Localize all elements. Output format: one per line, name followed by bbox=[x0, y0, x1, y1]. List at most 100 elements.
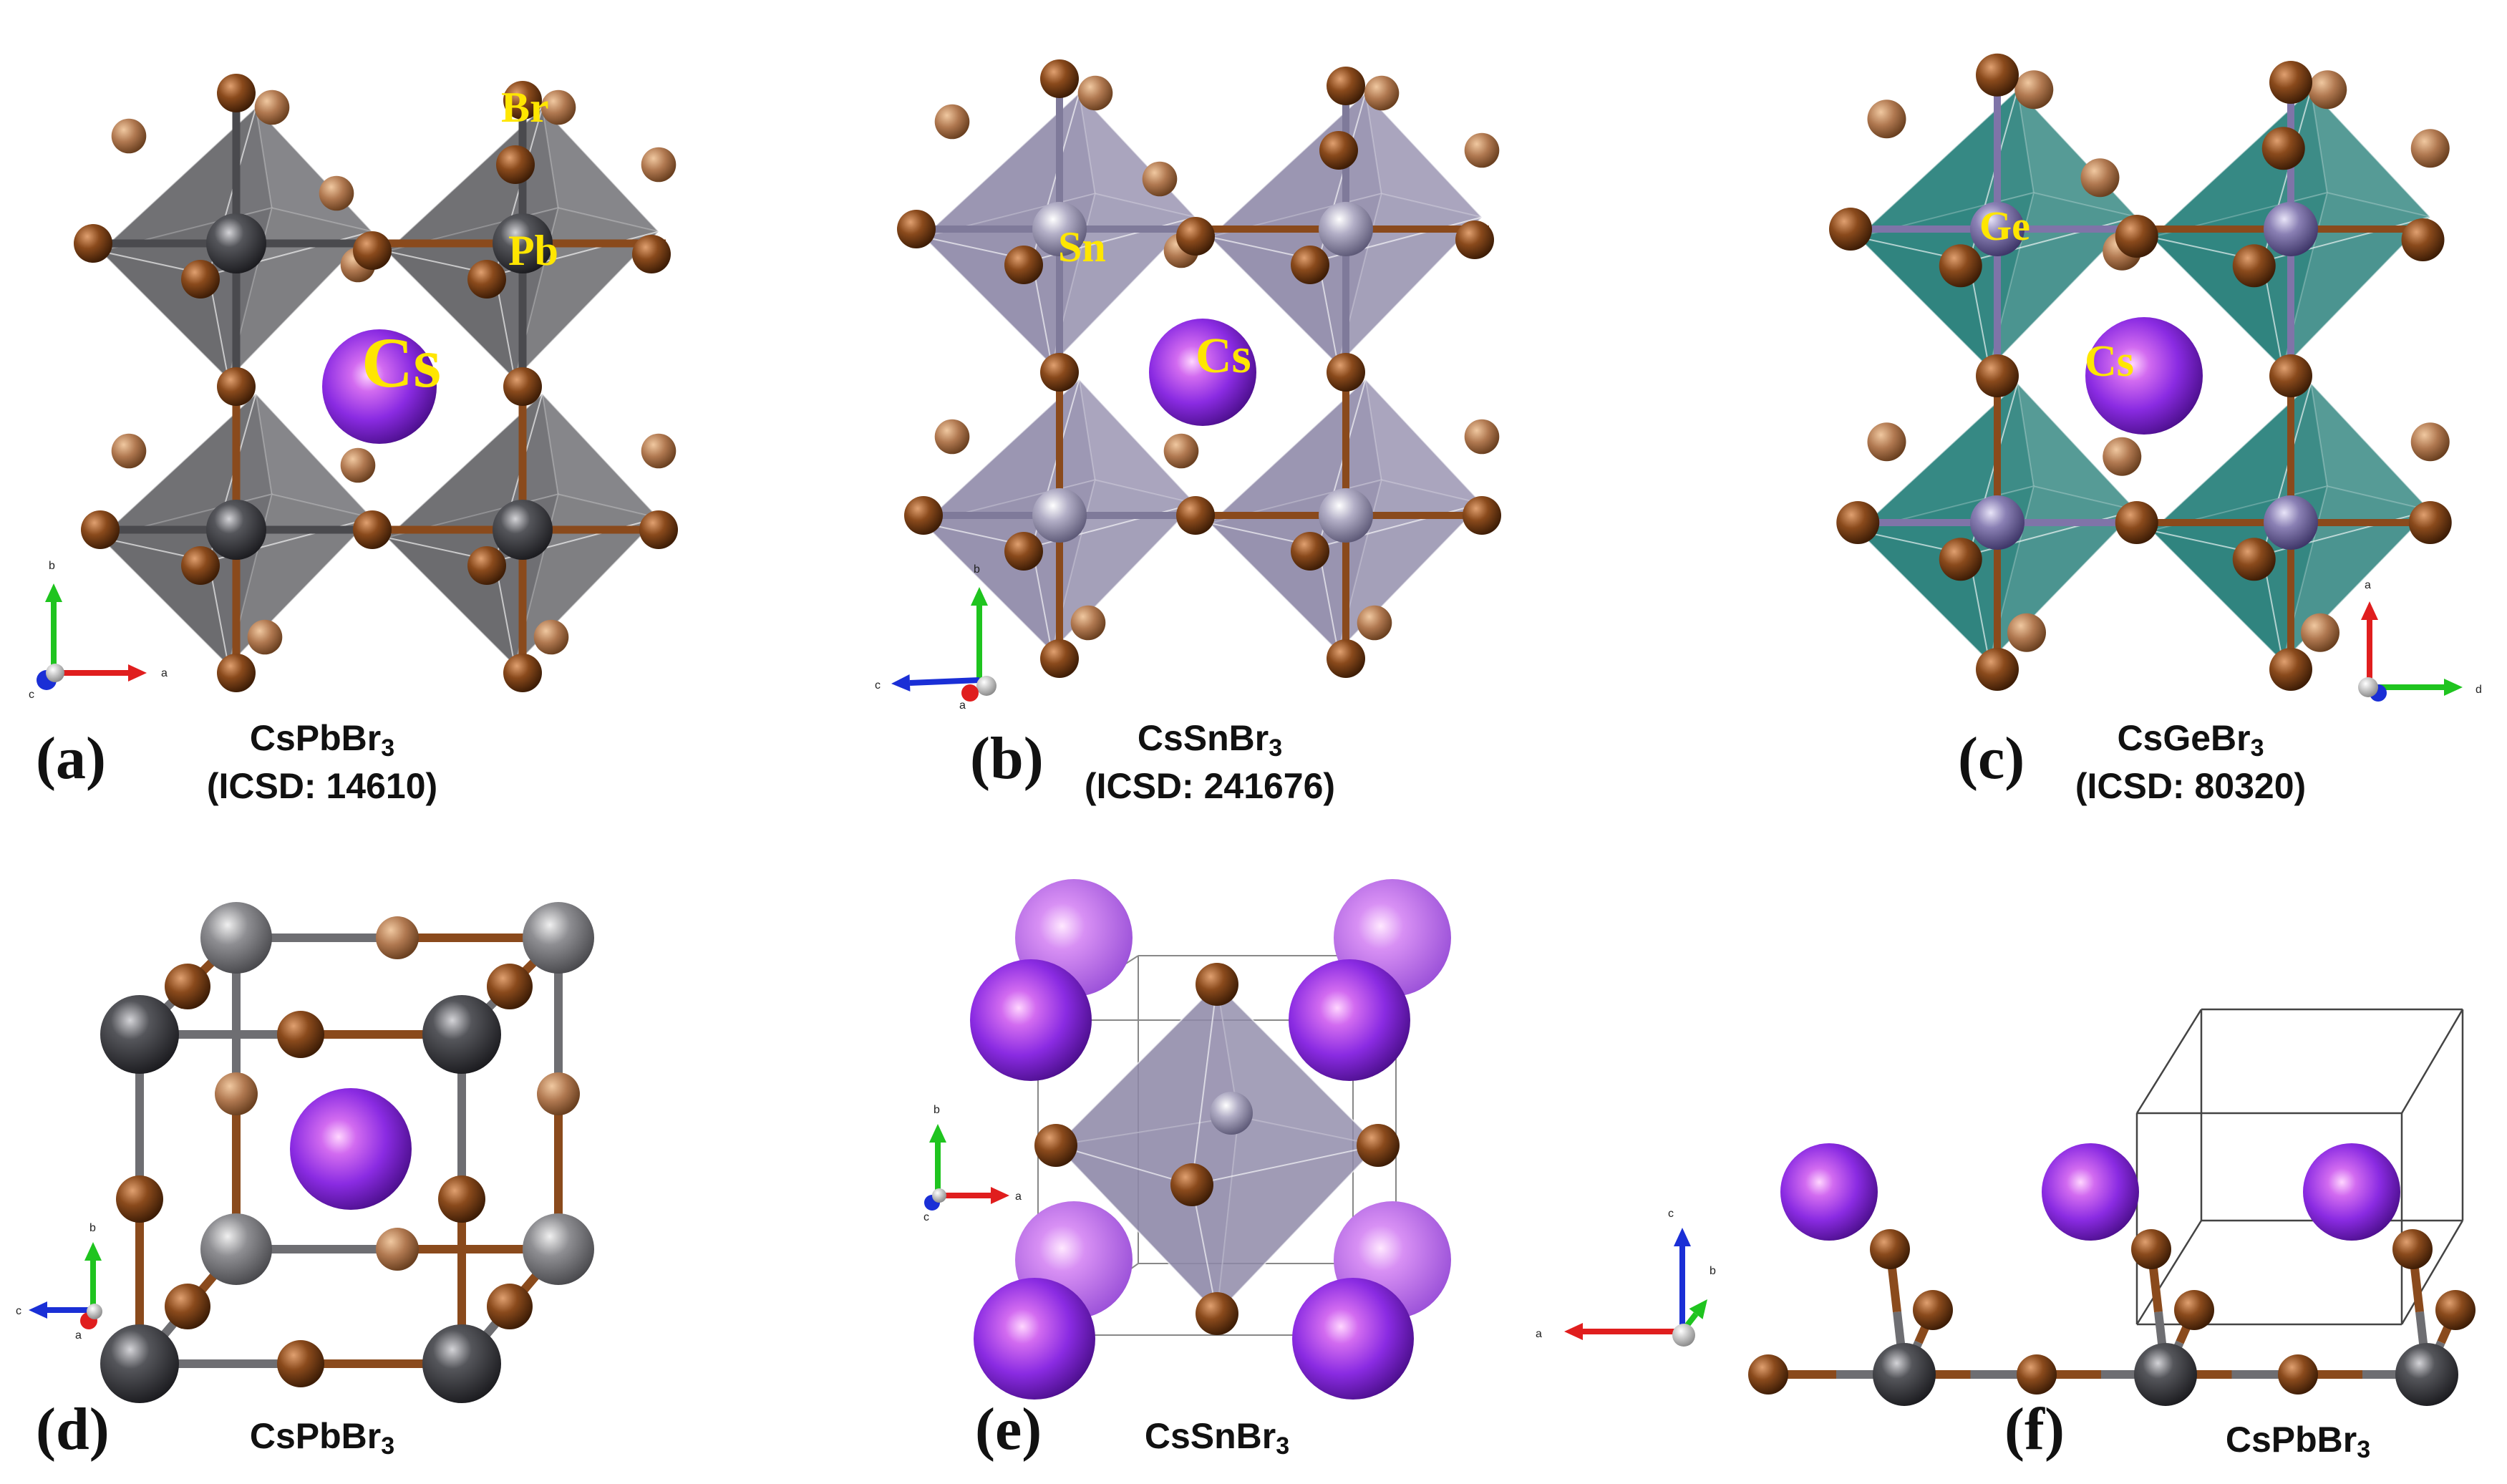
bromine-atom-back bbox=[1163, 433, 1199, 469]
bromine-atom bbox=[1870, 1229, 1910, 1269]
bromine-atom bbox=[639, 510, 678, 549]
germanium-atom bbox=[2264, 495, 2318, 550]
axis-label-a: a bbox=[1536, 1328, 1542, 1340]
octahedron-face bbox=[2261, 215, 2433, 370]
bromine-atom bbox=[1748, 1354, 1788, 1395]
atom-label-cs: Cs bbox=[362, 323, 441, 402]
panel-label-b: (b) bbox=[970, 725, 1044, 792]
axis-origin bbox=[932, 1188, 946, 1203]
cesium-atom bbox=[290, 1088, 412, 1210]
axis-label-a: a bbox=[161, 667, 168, 679]
bromine-atom bbox=[116, 1175, 163, 1223]
bromine-atom-back bbox=[2007, 613, 2046, 652]
bromine-atom bbox=[1829, 208, 1872, 251]
atom-label-pb: Pb bbox=[508, 227, 558, 274]
bromine-atom bbox=[1004, 532, 1043, 571]
bromine-atom bbox=[74, 224, 112, 263]
bromine-atom bbox=[277, 1011, 324, 1058]
bromine-atom bbox=[1357, 1124, 1400, 1167]
cell-edge bbox=[2400, 1009, 2464, 1114]
bromine-atom-back bbox=[934, 104, 970, 140]
bromine-atom bbox=[2232, 538, 2276, 581]
atom-label-cs: Cs bbox=[1196, 329, 1251, 384]
bromine-atom bbox=[1040, 353, 1079, 392]
caption-a: CsPbBr3 (ICSD: 14610) bbox=[165, 716, 480, 808]
lead-atom bbox=[206, 213, 266, 273]
cell-edge bbox=[2400, 1220, 2464, 1325]
bromine-atom-back bbox=[1867, 100, 1906, 139]
cesium-atom bbox=[1292, 1278, 1414, 1400]
formula-e: CsSnBr3 bbox=[1144, 1416, 1290, 1460]
axis-origin bbox=[87, 1304, 102, 1319]
bromine-atom-back bbox=[215, 1072, 258, 1115]
bromine-atom bbox=[1004, 246, 1043, 284]
bromine-atom bbox=[1040, 639, 1079, 678]
bromine-atom-back bbox=[2410, 422, 2450, 462]
icsd-b: (ICSD: 241676) bbox=[1084, 765, 1336, 806]
cesium-atom bbox=[322, 329, 437, 444]
bromine-atom bbox=[353, 231, 392, 270]
bromine-atom bbox=[2269, 354, 2312, 397]
bromine-atom bbox=[487, 1284, 533, 1329]
bromine-atom bbox=[1327, 67, 1365, 105]
bromine-atom bbox=[1976, 53, 2019, 97]
bromine-atom bbox=[632, 235, 671, 273]
lead-atom bbox=[493, 213, 553, 273]
axis-label-b: b bbox=[974, 563, 980, 576]
axis-label-c: c bbox=[923, 1211, 929, 1223]
axis-a-origin bbox=[961, 684, 979, 702]
bromine-atom bbox=[1176, 217, 1215, 256]
panel-f-structure: cab bbox=[1536, 1008, 2476, 1406]
bromine-atom-back bbox=[641, 433, 677, 469]
cesium-atom bbox=[1780, 1143, 1878, 1241]
cesium-atom bbox=[970, 959, 1092, 1081]
bromine-atom bbox=[2278, 1354, 2318, 1395]
tin-atom bbox=[1032, 202, 1087, 256]
bromine-atom bbox=[1976, 354, 2019, 397]
axis-a-arrow bbox=[1564, 1323, 1682, 1340]
bromine-atom bbox=[1196, 1292, 1238, 1335]
bromine-atom bbox=[1319, 131, 1358, 170]
bromine-atom bbox=[503, 367, 542, 406]
axis-label-a: a bbox=[2365, 579, 2371, 591]
panel-e-structure: bac bbox=[923, 879, 1451, 1400]
cell-edge bbox=[2135, 1220, 2203, 1325]
axis-b-arrow bbox=[45, 583, 62, 673]
bromine-atom-back bbox=[1142, 161, 1178, 197]
bromine-atom bbox=[2269, 648, 2312, 691]
cesium-atom bbox=[1289, 959, 1410, 1081]
axis-c-arrow bbox=[891, 674, 980, 692]
cesium-atom bbox=[2085, 317, 2203, 435]
bromine-atom-back bbox=[247, 619, 283, 655]
lead-atom bbox=[422, 1324, 501, 1403]
bromine-atom bbox=[165, 964, 210, 1009]
panel-label-a: (a) bbox=[36, 725, 106, 792]
bromine-atom bbox=[897, 210, 936, 248]
axis-label-c: c bbox=[1668, 1208, 1674, 1220]
lead-atom bbox=[422, 995, 501, 1074]
bromine-atom bbox=[487, 964, 533, 1009]
bromine-atom-back bbox=[1464, 132, 1500, 168]
bromine-atom bbox=[467, 546, 506, 585]
bromine-atom-back bbox=[1867, 422, 1906, 462]
bromine-atom bbox=[503, 654, 542, 692]
formula-a: CsPbBr3 bbox=[249, 718, 395, 762]
octahedron-face bbox=[1191, 1144, 1380, 1316]
atom-label-sn: Sn bbox=[1058, 223, 1106, 271]
bromine-atom-back bbox=[1357, 605, 1392, 641]
lead-atom bbox=[206, 500, 266, 560]
bromine-atom-back bbox=[2410, 129, 2450, 168]
bromine-atom-back bbox=[340, 447, 376, 483]
bromine-atom-back bbox=[2014, 70, 2054, 110]
atom-label-br: Br bbox=[501, 84, 549, 131]
cell-edge bbox=[2135, 1009, 2203, 1114]
bromine-atom bbox=[1176, 496, 1215, 535]
caption-e: CsSnBr3 bbox=[1074, 1414, 1360, 1462]
cesium-atom bbox=[1149, 319, 1256, 426]
lead-atom-back bbox=[523, 902, 594, 974]
panel-label-f: (f) bbox=[2004, 1396, 2065, 1463]
bromine-atom-back bbox=[1464, 419, 1500, 455]
panel-d-structure: bca bbox=[16, 902, 594, 1403]
